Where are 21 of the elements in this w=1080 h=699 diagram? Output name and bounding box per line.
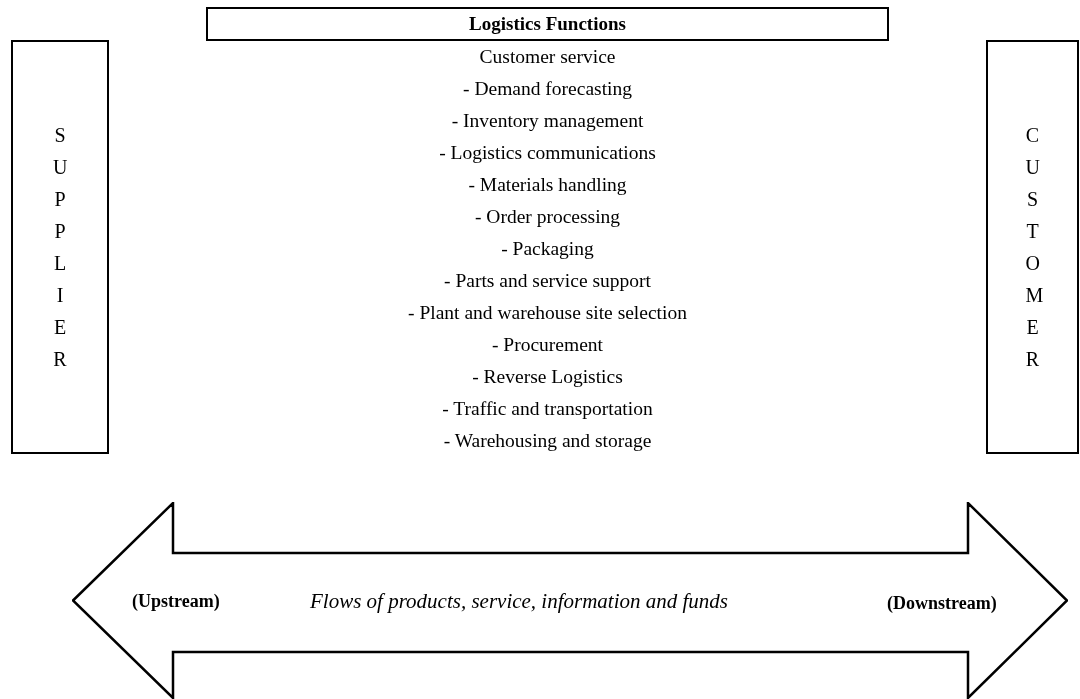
entity-box — [986, 40, 1079, 454]
function-item: - Procurement — [492, 333, 603, 357]
function-item: - Inventory management — [451, 109, 644, 133]
function-item: - Traffic and transportation — [442, 397, 653, 421]
function-item: - Materials handling — [468, 173, 627, 197]
function-item: Customer service — [479, 45, 616, 69]
header-box — [206, 7, 889, 41]
function-item: - Parts and service support — [444, 269, 651, 293]
function-item: - Logistics communications — [439, 141, 656, 165]
function-item: - Order processing — [474, 205, 621, 229]
entity-box — [11, 40, 109, 454]
function-item: - Reverse Logistics — [472, 365, 623, 389]
vertical-label: SUPPLIER — [53, 123, 67, 372]
function-item: - Packaging — [501, 237, 594, 261]
function-item: - Demand forecasting — [463, 77, 632, 101]
header-title: Logistics Functions — [469, 11, 626, 36]
flow-label: (Downstream) — [887, 592, 997, 615]
flow-label: Flows of products, service, information and funds — [310, 588, 729, 615]
function-item: - Warehousing and storage — [443, 429, 652, 453]
function-item: - Plant and warehouse site selection — [408, 301, 687, 325]
flow-label: (Upstream) — [132, 590, 220, 613]
